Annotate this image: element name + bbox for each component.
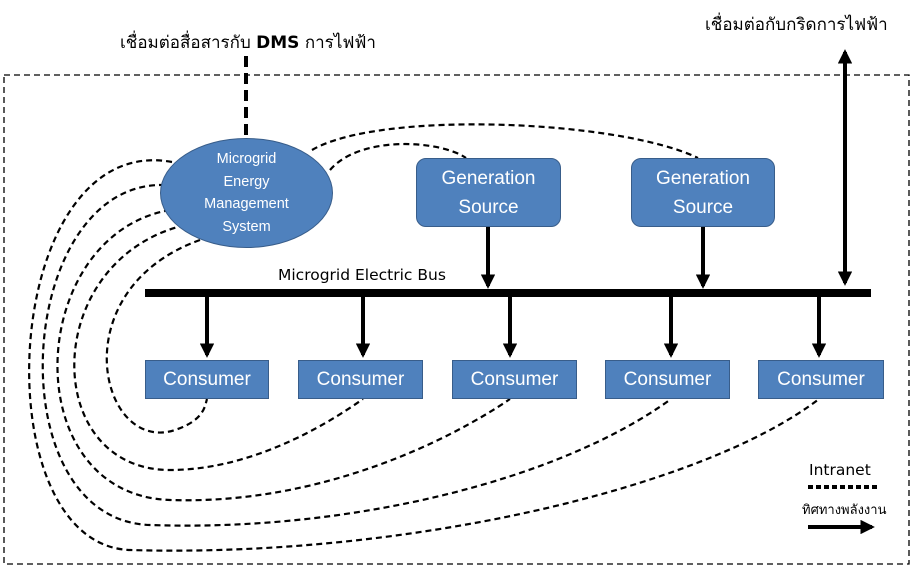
consumer-4: Consumer: [605, 360, 730, 399]
intranet-link-consumer-3: [56, 208, 511, 502]
dms-link-label: เชื่อมต่อสื่อสารกับ DMS การไฟฟ้า: [120, 29, 376, 56]
legend-energy-label: ทิศทางพลังงาน: [802, 503, 887, 518]
consumer-1: Consumer: [145, 360, 269, 399]
intranet-link-consumer-5: [28, 159, 820, 552]
generation-source-2: Generation Source: [631, 158, 775, 227]
microgrid-boundary: [3, 74, 910, 565]
bus-label: Microgrid Electric Bus: [278, 266, 446, 284]
dms-link-bold: DMS: [256, 33, 300, 53]
intranet-link-consumer-2: [73, 223, 364, 472]
intranet-link-generation-1: [329, 142, 467, 171]
generation-source-1: Generation Source: [416, 158, 561, 227]
consumer-5: Consumer: [758, 360, 884, 399]
dms-link-utility: การไฟฟ้า: [304, 33, 376, 53]
consumer-2: Consumer: [298, 360, 423, 399]
consumer-3: Consumer: [452, 360, 577, 399]
intranet-link-generation-2: [311, 123, 699, 159]
intranet-link-consumer-1: [105, 238, 209, 434]
energy-management-system: Microgrid Energy Management System: [160, 138, 333, 248]
intranet-link-consumer-4: [41, 183, 672, 527]
dms-link-text: เชื่อมต่อสื่อสารกับ: [120, 33, 251, 53]
grid-link-label: เชื่อมต่อกับกริดการไฟฟ้า: [705, 15, 888, 35]
legend-intranet-label: Intranet: [809, 461, 871, 479]
